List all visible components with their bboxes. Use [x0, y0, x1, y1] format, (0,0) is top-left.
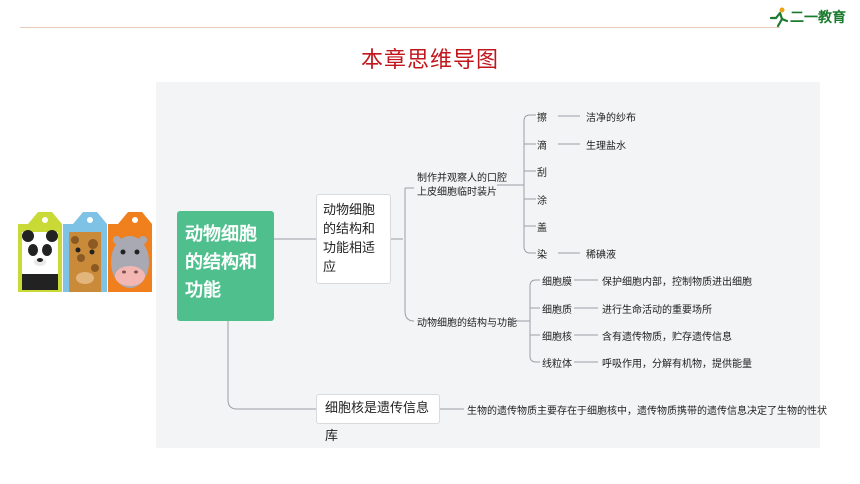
- decoration-tags: [18, 210, 152, 298]
- panda-icon: [18, 212, 62, 292]
- step-note: 洁净的纱布: [586, 113, 636, 124]
- branch1-line-3: 功能相适: [323, 241, 376, 256]
- branch-structure-function-node: 动物细胞 的结构和 功能相适 应: [316, 194, 391, 284]
- step-item: 涂: [537, 196, 547, 207]
- structure-label: 动物细胞的结构与功能: [417, 318, 517, 329]
- runner-icon: [769, 7, 789, 28]
- branch-nucleus-node: 细胞核是遗传信息库: [316, 394, 440, 444]
- step-item: 擦: [537, 113, 547, 124]
- branch1-line-2: 的结构和: [323, 222, 376, 237]
- step-note: 稀碘液: [586, 250, 616, 261]
- root-node: 动物细胞 的结构和 功能: [177, 211, 274, 321]
- header-divider: [20, 27, 780, 28]
- part-function: 进行生命活动的重要场所: [602, 305, 712, 316]
- experiment-line-1: 制作并观察人的口腔: [417, 173, 507, 184]
- nucleus-detail: 生物的遗传物质主要存在于细胞核中，遗传物质携带的遗传信息决定了生物的性状: [467, 406, 827, 417]
- part-function: 含有遗传物质，贮存遗传信息: [602, 332, 732, 343]
- branch1-line-1: 动物细胞: [323, 203, 376, 218]
- step-note: 生理盐水: [586, 141, 626, 152]
- root-line-1: 动物细胞: [185, 224, 257, 245]
- hippo-icon: [108, 212, 152, 292]
- part-name: 细胞质: [542, 305, 572, 316]
- root-line-2: 的结构和: [185, 252, 257, 273]
- giraffe-icon: [63, 212, 107, 292]
- step-item: 染: [537, 250, 547, 261]
- logo-text: 二一教育: [790, 10, 846, 26]
- step-item: 刮: [537, 168, 547, 179]
- page-title: 本章思维导图: [360, 48, 499, 73]
- step-item: 盖: [537, 223, 547, 234]
- step-item: 滴: [537, 141, 547, 152]
- root-line-3: 功能: [185, 280, 221, 301]
- part-function: 保护细胞内部，控制物质进出细胞: [602, 277, 752, 288]
- branch1-line-4: 应: [323, 260, 337, 275]
- experiment-label: 制作并观察人的口腔 上皮细胞临时装片: [417, 172, 507, 200]
- part-name: 细胞核: [542, 332, 572, 343]
- part-function: 呼吸作用，分解有机物，提供能量: [602, 359, 752, 370]
- part-name: 线粒体: [542, 359, 572, 370]
- part-name: 细胞膜: [542, 277, 572, 288]
- experiment-line-2: 上皮细胞临时装片: [417, 187, 497, 198]
- brand-logo: 二一教育: [768, 6, 852, 28]
